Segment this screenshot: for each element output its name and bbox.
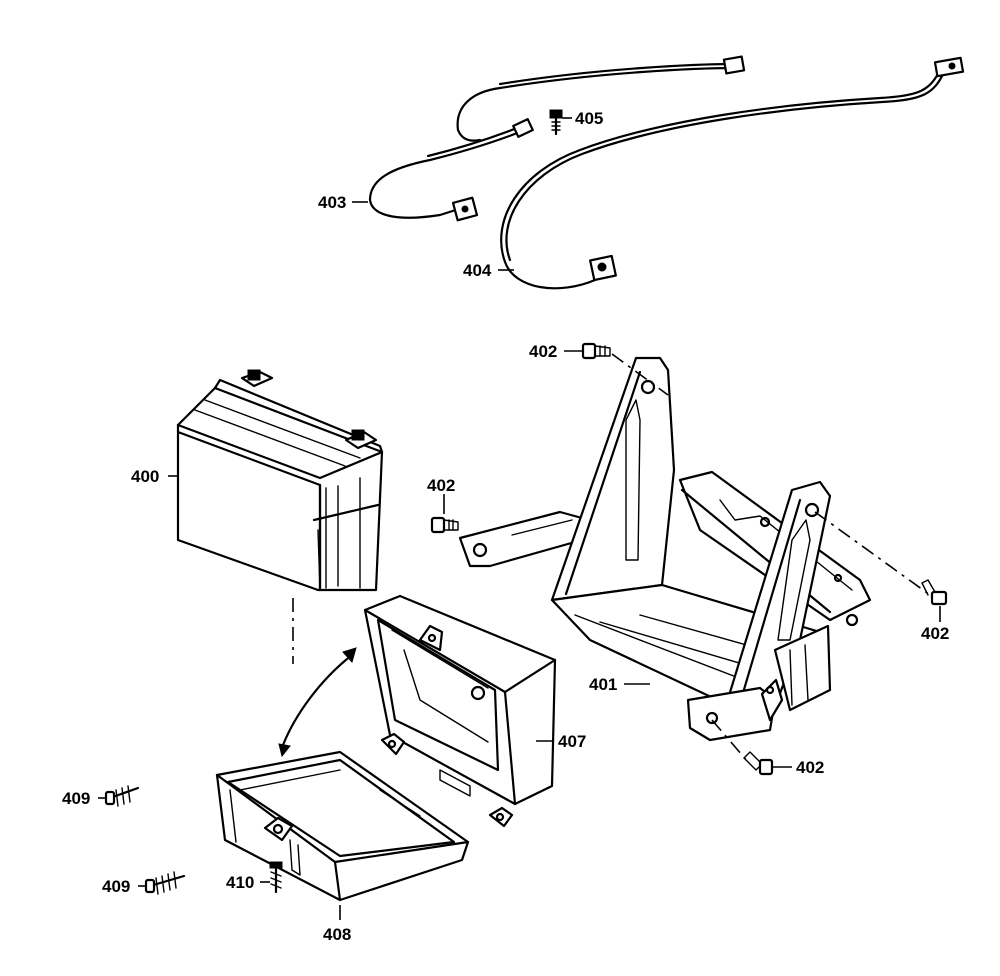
callout-402-left: 402 (427, 476, 455, 495)
screw-410 (269, 861, 283, 894)
bolt-402-top (581, 342, 669, 396)
callout-402-right: 402 (921, 624, 949, 643)
cable-404 (500, 56, 965, 290)
callout-404: 404 (463, 261, 492, 280)
screw-409-upper (104, 785, 140, 807)
callout-408: 408 (323, 925, 351, 944)
tray-408 (215, 750, 470, 902)
callout-410: 410 (226, 873, 254, 892)
bolt-402-bottom (711, 719, 774, 776)
callout-409-upper: 409 (62, 789, 90, 808)
bracket-401 (458, 356, 872, 742)
callout-405: 405 (575, 109, 603, 128)
callout-402-top: 402 (529, 342, 557, 361)
screw-409-lower (144, 871, 186, 895)
callout-409-lower: 409 (102, 877, 130, 896)
callout-401: 401 (589, 675, 617, 694)
callout-400: 400 (131, 467, 159, 486)
battery-400 (176, 369, 384, 592)
cover-407 (363, 594, 557, 828)
callout-403: 403 (318, 193, 346, 212)
cable-403 (368, 55, 746, 222)
callout-402-bottom: 402 (796, 758, 824, 777)
callout-407: 407 (558, 732, 586, 751)
rotation-arrow (278, 647, 357, 758)
bolt-405 (549, 109, 563, 136)
bolt-402-left (430, 516, 459, 534)
bolt-402-right (814, 511, 948, 606)
